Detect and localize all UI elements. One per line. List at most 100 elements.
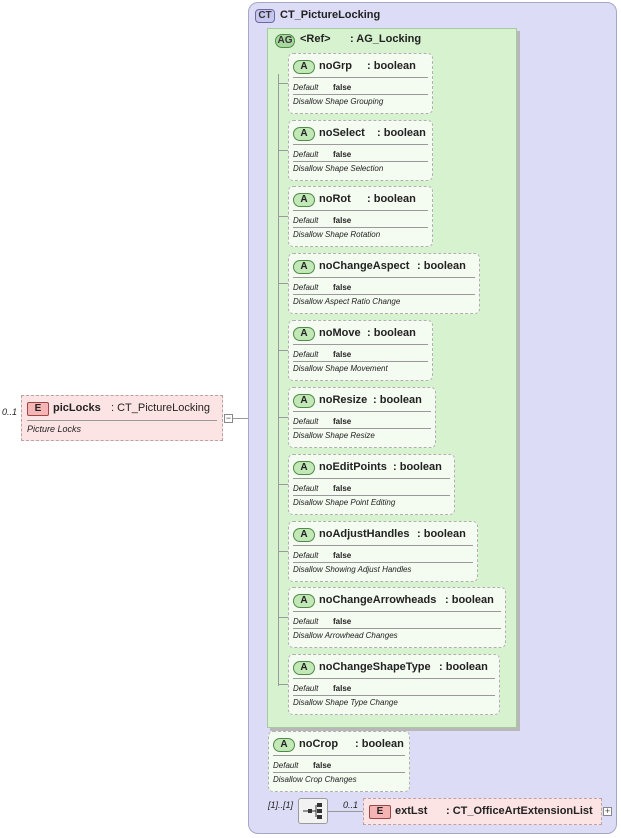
attribute-tag-icon: A [293,594,315,608]
attribute-type: : boolean [417,528,466,540]
attribute-description: Disallow Shape Selection [293,164,384,173]
attribute-tag-icon: A [293,260,315,274]
element-tag-icon: E [369,805,391,819]
minus-icon[interactable]: − [224,413,233,423]
attribute-group-tag-icon: AG [275,34,295,48]
default-label: Default [293,216,319,225]
root-element-picLocks[interactable]: E picLocks : CT_PictureLocking Picture L… [21,395,223,441]
default-value: false [333,83,352,92]
default-label: Default [293,551,319,560]
element-tag-icon: E [27,402,49,416]
attribute-tag-icon: A [293,60,315,74]
connector [278,617,288,618]
root-cardinality: 0..1 [2,407,18,417]
divider [293,294,475,295]
element-extLst[interactable]: E extLst : CT_OfficeArtExtensionList [363,798,602,825]
attribute-type: : boolean [377,127,426,139]
divider [293,545,473,546]
plus-icon[interactable]: + [603,806,612,816]
attribute-name: noAdjustHandles [319,528,410,540]
attribute-name: noChangeAspect [319,260,410,272]
default-value: false [333,417,352,426]
divider [293,344,428,345]
default-label: Default [293,684,319,693]
attribute-type: : boolean [367,60,416,72]
default-value: false [333,216,352,225]
divider [293,277,475,278]
divider [293,495,450,496]
attribute-description: Disallow Shape Point Editing [293,498,396,507]
connector [278,283,288,284]
attribute-tag-icon: A [293,661,315,675]
sequence-icon[interactable] [298,798,328,824]
default-value: false [333,283,352,292]
attribute-description: Disallow Shape Movement [293,364,388,373]
divider [293,678,495,679]
divider [293,227,428,228]
divider [293,361,428,362]
divider [293,478,450,479]
attribute-description: Disallow Shape Grouping [293,97,384,106]
attribute-tree-line [278,74,279,686]
connector [278,417,288,418]
ext-cardinality: 0..1 [343,800,359,810]
attribute-description: Disallow Shape Resize [293,431,375,440]
attribute-tag-icon: A [293,528,315,542]
attribute-name: noRot [319,193,351,205]
divider [293,210,428,211]
default-label: Default [293,150,319,159]
default-value: false [333,350,352,359]
connector [278,350,288,351]
attribute-description: Disallow Shape Rotation [293,230,381,239]
divider [293,161,428,162]
attribute-description: Disallow Shape Type Change [293,698,398,707]
default-value: false [333,551,352,560]
attribute-noCrop[interactable]: A noCrop : boolean Default false Disallo… [268,731,410,792]
default-value: false [333,484,352,493]
attribute-name: noEditPoints [319,461,387,473]
connector [278,216,288,217]
attribute-tag-icon: A [293,193,315,207]
divider [293,562,473,563]
attribute-tag-icon: A [293,327,315,341]
connector [278,684,288,685]
root-element-name: picLocks [53,402,101,414]
connector [278,83,288,84]
attribute-type: : boolean [355,738,404,750]
attribute-tag-icon: A [273,738,295,752]
attribute-group-ref: <Ref> [300,33,331,45]
default-value: false [313,761,332,770]
attribute-type: : boolean [367,327,416,339]
default-label: Default [273,761,299,770]
complex-type-tag-icon: CT [255,9,275,23]
connector [278,484,288,485]
default-value: false [333,617,352,626]
attribute-name: noSelect [319,127,365,139]
ext-element-type: : CT_OfficeArtExtensionList [446,805,593,817]
connector [278,150,288,151]
divider [293,695,495,696]
attribute-description: Disallow Showing Adjust Handles [293,565,412,574]
default-label: Default [293,484,319,493]
divider [293,628,501,629]
attribute-tag-icon: A [293,394,315,408]
divider [293,77,428,78]
divider [27,420,217,421]
divider [273,755,405,756]
attribute-type: : boolean [373,394,422,406]
attribute-type: : boolean [417,260,466,272]
attribute-type: : boolean [393,461,442,473]
connector [328,811,363,812]
divider [293,411,431,412]
attribute-type: : boolean [445,594,494,606]
